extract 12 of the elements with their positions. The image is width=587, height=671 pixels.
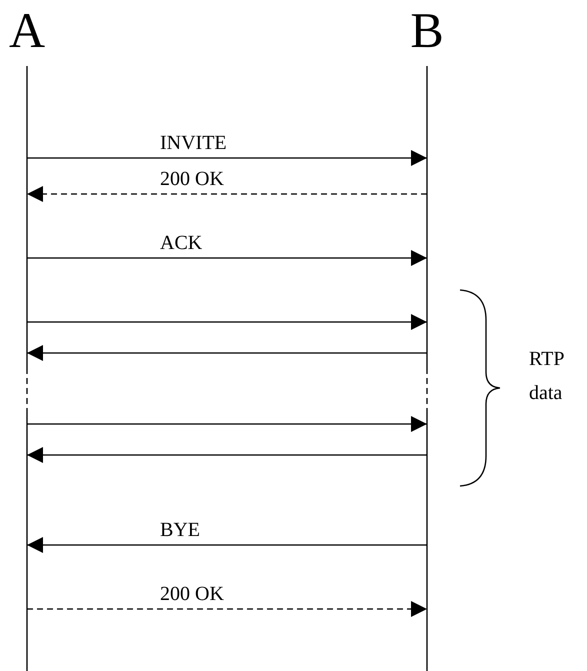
message-arrow: [27, 150, 427, 166]
lifeline-name: B: [409, 2, 445, 58]
message-arrow: [27, 537, 427, 553]
brace-label: RTP data: [529, 347, 565, 406]
message-arrow: [27, 186, 427, 202]
message-arrow: [27, 250, 427, 266]
message-arrow: [27, 345, 427, 361]
message-arrow: [27, 447, 427, 463]
message-arrow: [27, 416, 427, 432]
message-arrow: [27, 314, 427, 330]
lifeline-name: A: [8, 2, 46, 58]
message-arrow: [27, 601, 427, 617]
